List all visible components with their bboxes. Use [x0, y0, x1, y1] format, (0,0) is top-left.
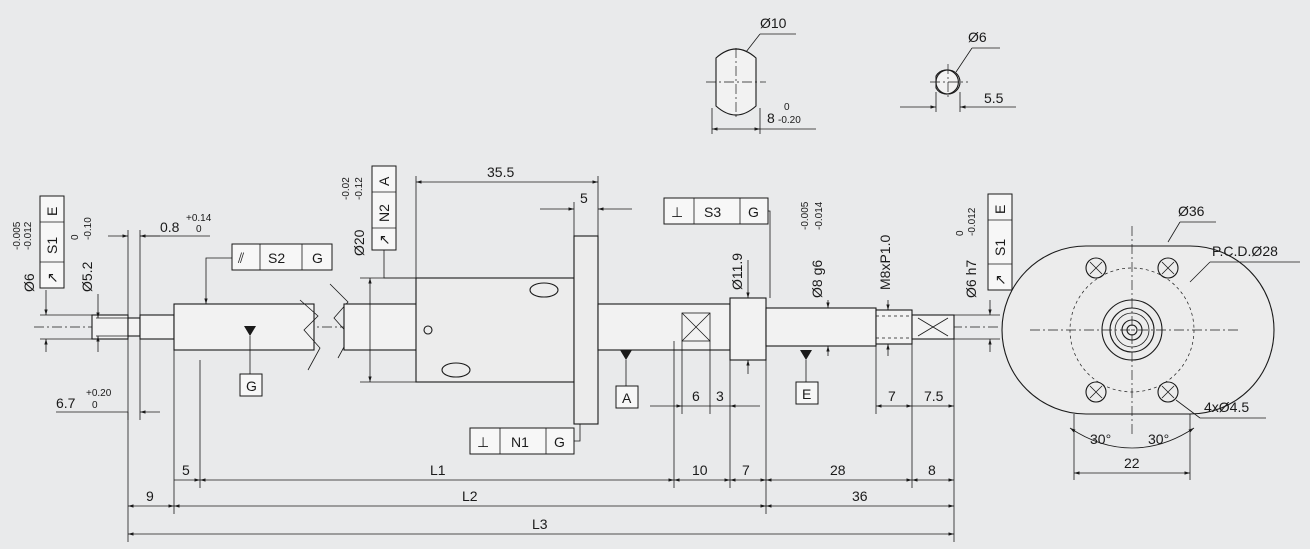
- gdt-s3-symbol: ⊥: [671, 204, 683, 220]
- section-width-right: 5.5: [984, 90, 1004, 106]
- dim-L1: L1: [430, 462, 446, 478]
- gdt-s2-symbol: ⫽: [237, 250, 245, 266]
- section-width-left: 8: [767, 110, 775, 126]
- gdt-n1-datum: N1: [511, 434, 529, 450]
- section-view-left: Ø10 8 0 -0.20: [706, 15, 816, 134]
- end-diameter: Ø6 h7: [963, 260, 979, 298]
- gdt-s2-datum: S2: [268, 250, 285, 266]
- groove-width-tol-upper: +0.14: [186, 213, 212, 224]
- groove-position-tol-upper: +0.20: [86, 388, 112, 399]
- seat-diameter: Ø8 g6: [809, 260, 825, 298]
- nut-length: 35.5: [487, 164, 514, 180]
- dim-7: 7: [742, 462, 750, 478]
- end-diameter-tol-lower: -0.012: [967, 207, 978, 236]
- right-shaft-dims: Ø11.9 Ø8 g6 -0.005 -0.014 M8xP1.0 Ø6 h7 …: [729, 201, 1000, 374]
- dim-36: 36: [852, 488, 868, 504]
- dim-L3: L3: [532, 516, 548, 532]
- datum-a-label: A: [622, 390, 632, 406]
- screw-diameter-dim: Ø20 -0.02 -0.12: [341, 177, 416, 383]
- left-journal-d2: Ø5.2: [79, 261, 95, 292]
- section-width-left-tol-lower: -0.20: [778, 115, 801, 126]
- gdt-s1-right-datum: S1: [992, 239, 1008, 256]
- gdt-n2-ref: A: [376, 176, 392, 186]
- gdt-s1-right-ref: E: [992, 205, 1008, 214]
- flange-angle-right: 30°: [1148, 431, 1169, 447]
- section-view-right: Ø6 5.5: [900, 29, 1016, 112]
- dim-8: 8: [928, 462, 936, 478]
- screw-diameter-tol-lower: -0.12: [354, 177, 365, 200]
- datum-e: E: [795, 350, 819, 405]
- dim-L2: L2: [462, 488, 478, 504]
- datum-e-label: E: [802, 386, 811, 402]
- flange-holes: 4xØ4.5: [1204, 399, 1249, 415]
- datum-g: G: [239, 326, 263, 397]
- flange-thickness: 5: [580, 190, 588, 206]
- gdt-s1-left-datum: S1: [44, 237, 60, 254]
- gdt-s3-ref: G: [748, 204, 759, 220]
- dim-3: 3: [716, 388, 724, 404]
- gdt-n2-datum: N2: [376, 204, 392, 222]
- gdt-s2-ref: G: [312, 250, 323, 266]
- dim-10: 10: [692, 462, 708, 478]
- gdt-frame-s3: ⊥ S3 G: [663, 197, 771, 298]
- flange-end-view: Ø36 P.C.D.Ø28 4xØ4.5 30° 30° 22: [1001, 203, 1300, 480]
- left-journal-dims: Ø6 -0.005 -0.012 Ø5.2 0 -0.10 0.8 +0.14 …: [12, 213, 212, 420]
- section-diameter-left: Ø10: [760, 15, 787, 31]
- dim-6: 6: [692, 388, 700, 404]
- gdt-n1-symbol: ⊥: [477, 434, 489, 450]
- groove-position-tol-lower: 0: [92, 400, 98, 411]
- section-width-left-tol-upper: 0: [784, 102, 790, 113]
- flange-outer-diameter: Ø36: [1178, 203, 1205, 219]
- screw-shaft: [34, 235, 1000, 425]
- gdt-frame-n1: ⊥ N1 G: [469, 424, 581, 455]
- groove-position: 6.7: [56, 395, 76, 411]
- groove-width: 0.8: [160, 219, 180, 235]
- gdt-s3-datum: S3: [704, 204, 721, 220]
- left-journal-d2-tol-lower: -0.10: [83, 217, 94, 240]
- dim-7-5: 7.5: [924, 388, 944, 404]
- flange-pcd: P.C.D.Ø28: [1212, 243, 1278, 259]
- dim-5: 5: [182, 462, 190, 478]
- dim-28: 28: [830, 462, 846, 478]
- gdt-n1-ref: G: [554, 434, 565, 450]
- groove-width-tol-lower: 0: [196, 224, 202, 235]
- screw-diameter: Ø20: [351, 229, 367, 256]
- gdt-n2-symbol: ↗: [376, 234, 392, 246]
- left-journal-d1-tol-upper: -0.005: [12, 221, 23, 250]
- left-journal-d1: Ø6: [21, 273, 37, 292]
- thread-spec: M8xP1.0: [877, 235, 893, 290]
- datum-a: A: [615, 350, 639, 409]
- gdt-frame-s1-right: ↗ S1 E: [987, 193, 1013, 291]
- nut-dims: 35.5 5: [415, 164, 632, 278]
- gdt-s1-right-symbol: ↗: [992, 274, 1008, 286]
- dim-9: 9: [146, 488, 154, 504]
- flange-width: 22: [1124, 455, 1140, 471]
- gdt-frame-s1-left: ↗ S1 E: [39, 195, 65, 289]
- flange-angle-left: 30°: [1090, 431, 1111, 447]
- left-journal-d2-tol-upper: 0: [70, 234, 81, 240]
- seat-diameter-tol-upper: -0.005: [800, 201, 811, 230]
- seat-diameter-tol-lower: -0.014: [814, 201, 825, 230]
- gdt-frame-n2: ↗ N2 A: [371, 165, 416, 279]
- screw-diameter-tol-upper: -0.02: [341, 177, 352, 200]
- small-bottom-dims: 6 3 7 7.5: [650, 339, 955, 414]
- dim-7b: 7: [888, 388, 896, 404]
- datum-g-label: G: [246, 378, 257, 394]
- gdt-frame-s2: ⫽ S2 G: [204, 243, 333, 304]
- section-diameter-right: Ø6: [968, 29, 987, 45]
- end-diameter-tol-upper: 0: [955, 230, 966, 236]
- gdt-s1-left-symbol: ↗: [44, 272, 60, 284]
- gdt-s1-left-ref: E: [44, 207, 60, 216]
- bottom-chain-dims: 5 L1 10 7 28 8 9 L2 36 L3: [127, 339, 955, 542]
- bearing-diameter: Ø11.9: [729, 253, 745, 290]
- left-journal-d1-tol-lower: -0.012: [23, 221, 34, 250]
